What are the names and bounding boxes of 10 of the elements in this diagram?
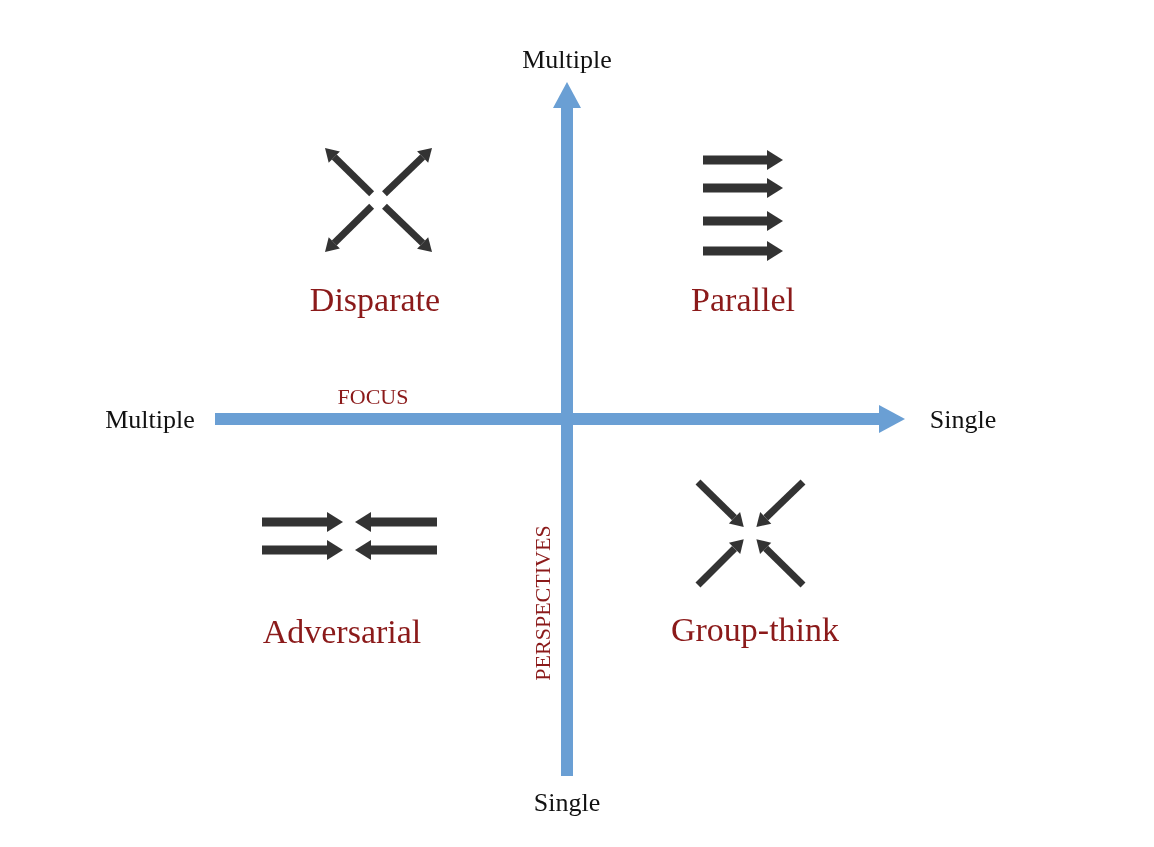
axis-label: Multiple [522,47,612,73]
quadrant-label: Adversarial [262,615,422,649]
axis-title: PERSPECTIVES [532,525,554,681]
axis-title: FOCUS [337,386,409,408]
quadrant-label: Parallel [691,283,795,317]
axis-label: Multiple [105,407,195,433]
axis-label: Single [533,790,601,816]
axis-label: Single [929,407,997,433]
quadrant-label: Group-think [670,613,840,647]
quadrant-label: Disparate [309,283,441,317]
